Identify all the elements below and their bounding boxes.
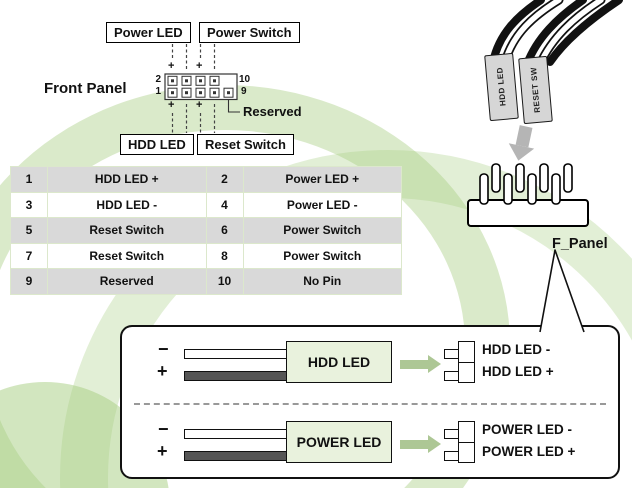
pin-number-9: 9: [241, 86, 247, 97]
reset-sw-connector-label: RESET SW: [529, 66, 542, 114]
pin-assignment-table: 1 HDD LED + 2 Power LED + 3 HDD LED - 4 …: [10, 166, 402, 295]
pin-label-cell: Power LED -: [242, 191, 402, 218]
wire-negative: [184, 429, 288, 439]
led-connector-box: POWER LED: [286, 421, 392, 463]
hdd-led-connector: HDD LED: [484, 52, 519, 122]
polarity-minus: −: [158, 419, 169, 439]
pin-label-cell: Power Switch: [242, 217, 402, 244]
reserved-pointer-line: [227, 100, 240, 113]
pin-label-positive: POWER LED +: [482, 444, 576, 459]
table-row: 7 Reset Switch 8 Power Switch: [10, 242, 402, 269]
pin-number-1: 1: [155, 86, 161, 97]
arrow-right-icon: [400, 435, 441, 453]
hdd-led-connector-label: HDD LED: [495, 67, 508, 107]
pin-grid-pin-dots: [171, 79, 230, 95]
pin-number-cell: 10: [205, 268, 244, 295]
pin-number-2: 2: [155, 74, 161, 85]
pin-label-negative: HDD LED -: [482, 342, 551, 357]
plus-mark: +: [168, 60, 175, 72]
table-row: 9 Reserved 10 No Pin: [10, 268, 402, 295]
table-row: 5 Reset Switch 6 Power Switch: [10, 217, 402, 244]
pin-connector-housing: [458, 341, 475, 383]
pin-label-positive: HDD LED +: [482, 364, 554, 379]
f-panel-label: F_Panel: [552, 236, 608, 252]
plus-mark: +: [168, 99, 175, 111]
pin-label-cell: Power LED +: [242, 166, 402, 193]
pin-label-cell: Power Switch: [242, 242, 402, 269]
pin-label-negative: POWER LED -: [482, 422, 572, 437]
power-led-wiring-row: − + POWER LED POWER LED - POWER LED +: [122, 419, 618, 479]
pin-connector-housing: [458, 421, 475, 463]
header-back-pins: [491, 163, 573, 193]
pin-number-cell: 5: [10, 217, 48, 244]
header-front-pins: [479, 173, 561, 205]
led-connector-box: HDD LED: [286, 341, 392, 383]
pin-number-cell: 2: [205, 166, 244, 193]
pin-number-cell: 1: [10, 166, 48, 193]
reserved-label: Reserved: [243, 104, 302, 119]
pin-number-cell: 4: [205, 191, 244, 218]
callout-separator: [134, 403, 606, 405]
pin-label-cell: HDD LED +: [47, 166, 207, 193]
hdd-led-wiring-row: − + HDD LED HDD LED - HDD LED +: [122, 339, 618, 399]
pin-number-cell: 3: [10, 191, 48, 218]
plus-mark: +: [196, 99, 203, 111]
table-row: 3 HDD LED - 4 Power LED -: [10, 191, 402, 218]
power-led-label-box: Power LED: [106, 22, 191, 43]
pin-label-cell: Reserved: [47, 268, 207, 295]
pin-label-cell: Reset Switch: [47, 242, 207, 269]
pin-number-cell: 8: [205, 242, 244, 269]
pin-number-cell: 7: [10, 242, 48, 269]
pin-diagram-lines: [164, 44, 240, 133]
polarity-plus: +: [157, 441, 168, 461]
front-panel-title: Front Panel: [44, 80, 127, 97]
reset-sw-connector: RESET SW: [518, 55, 553, 125]
plus-mark: +: [196, 60, 203, 72]
pin-number-10: 10: [239, 74, 251, 85]
power-switch-label-box: Power Switch: [199, 22, 300, 43]
pin-label-cell: HDD LED -: [47, 191, 207, 218]
pin-number-cell: 6: [205, 217, 244, 244]
f-panel-header-illustration: [467, 163, 589, 227]
polarity-minus: −: [158, 339, 169, 359]
callout-tail: [539, 249, 585, 333]
wire-positive: [184, 371, 288, 381]
reset-switch-label-box: Reset Switch: [197, 134, 294, 155]
wire-positive: [184, 451, 288, 461]
arrow-right-icon: [400, 355, 441, 373]
pin-label-cell: Reset Switch: [47, 217, 207, 244]
table-row: 1 HDD LED + 2 Power LED +: [10, 166, 402, 193]
polarity-plus: +: [157, 361, 168, 381]
dashed-connector-lines: [171, 44, 216, 133]
wiring-callout-box: − + HDD LED HDD LED - HDD LED + − + POWE…: [120, 325, 620, 479]
pin-label-cell: No Pin: [242, 268, 402, 295]
hdd-led-label-box: HDD LED: [120, 134, 194, 155]
pin-number-cell: 9: [10, 268, 48, 295]
wire-negative: [184, 349, 288, 359]
